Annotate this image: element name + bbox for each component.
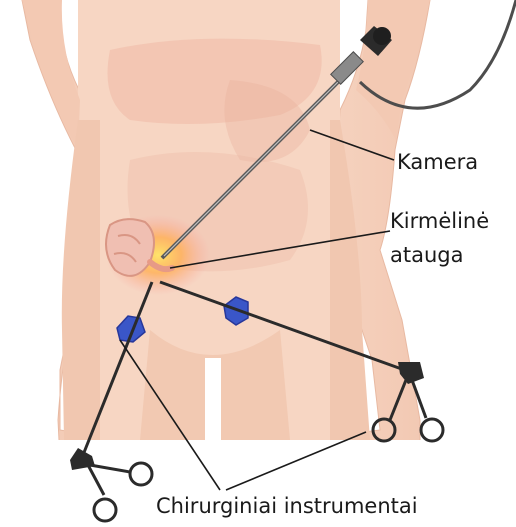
- camera-eyepiece-lens: [373, 27, 391, 45]
- left-arm: [22, 0, 80, 150]
- left-flank: [62, 120, 100, 440]
- appendix-label-line2: atauga: [390, 242, 463, 268]
- instruments-label: Chirurginiai instrumentai: [156, 493, 418, 519]
- midline-gap: [205, 358, 221, 442]
- right-finger-ring-2: [421, 419, 443, 441]
- camera-label: Kamera: [397, 149, 478, 175]
- appendix-label-line1: Kirmėlinė: [390, 208, 489, 234]
- cecum: [106, 219, 154, 276]
